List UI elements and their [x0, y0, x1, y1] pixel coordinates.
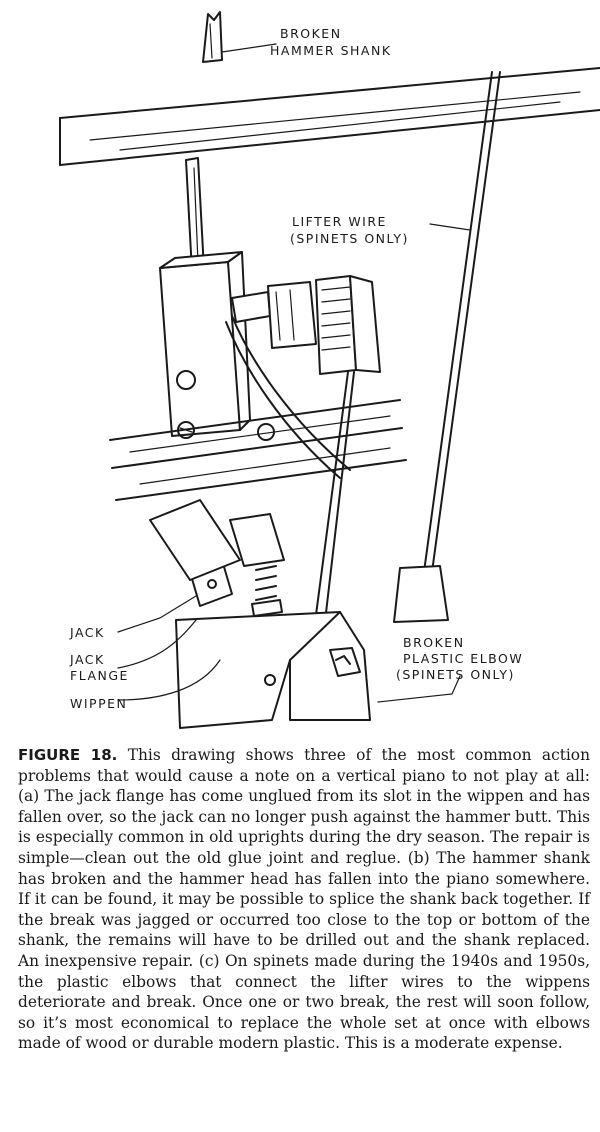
- label-line: PLASTIC ELBOW: [403, 651, 523, 666]
- label-line: FLANGE: [70, 668, 129, 683]
- label-broken-plastic-elbow: BROKEN PLASTIC ELBOW (SPINETS ONLY): [396, 635, 523, 682]
- label-line: HAMMER SHANK: [270, 43, 392, 58]
- label-line: BROKEN: [280, 26, 342, 41]
- hammer-rail: [59, 67, 600, 166]
- jack: [149, 499, 285, 581]
- sticker-wires: [313, 371, 355, 631]
- damper-arm: [231, 281, 317, 349]
- leader-lines: [117, 43, 471, 703]
- caption-text: This drawing shows three of the most com…: [18, 746, 590, 1053]
- label-line: LIFTER WIRE: [292, 214, 387, 229]
- label-jack-flange: JACK FLANGE: [69, 652, 129, 683]
- label-line: WIPPEN: [70, 696, 127, 711]
- label-line: BROKEN: [403, 635, 465, 650]
- label-broken-hammer-shank: BROKEN HAMMER SHANK: [270, 26, 392, 58]
- label-wippen: WIPPEN: [70, 696, 127, 711]
- label-line: JACK: [69, 625, 105, 640]
- broken-plastic-elbow: [329, 647, 361, 677]
- catcher-block: [315, 275, 381, 375]
- piano-action-illustration: BROKEN HAMMER SHANK LIFTER WIRE (SPINETS…: [59, 11, 600, 729]
- label-line: (SPINETS ONLY): [290, 231, 409, 246]
- hammer-butt: [159, 251, 251, 439]
- broken-hammer-shank-stub: [202, 11, 223, 63]
- label-line: (SPINETS ONLY): [396, 667, 515, 682]
- wippen: [175, 611, 371, 729]
- figure-label: FIGURE 18.: [18, 746, 118, 764]
- main-rail: [109, 399, 407, 501]
- label-lifter-wire: LIFTER WIRE (SPINETS ONLY): [290, 214, 409, 246]
- label-jack: JACK: [69, 625, 105, 640]
- lifter-wire: [393, 71, 501, 623]
- label-line: JACK: [69, 652, 105, 667]
- figure-caption: FIGURE 18. This drawing shows three of t…: [18, 745, 590, 1054]
- bridle-strap: [225, 315, 351, 479]
- jack-spring: [251, 555, 283, 617]
